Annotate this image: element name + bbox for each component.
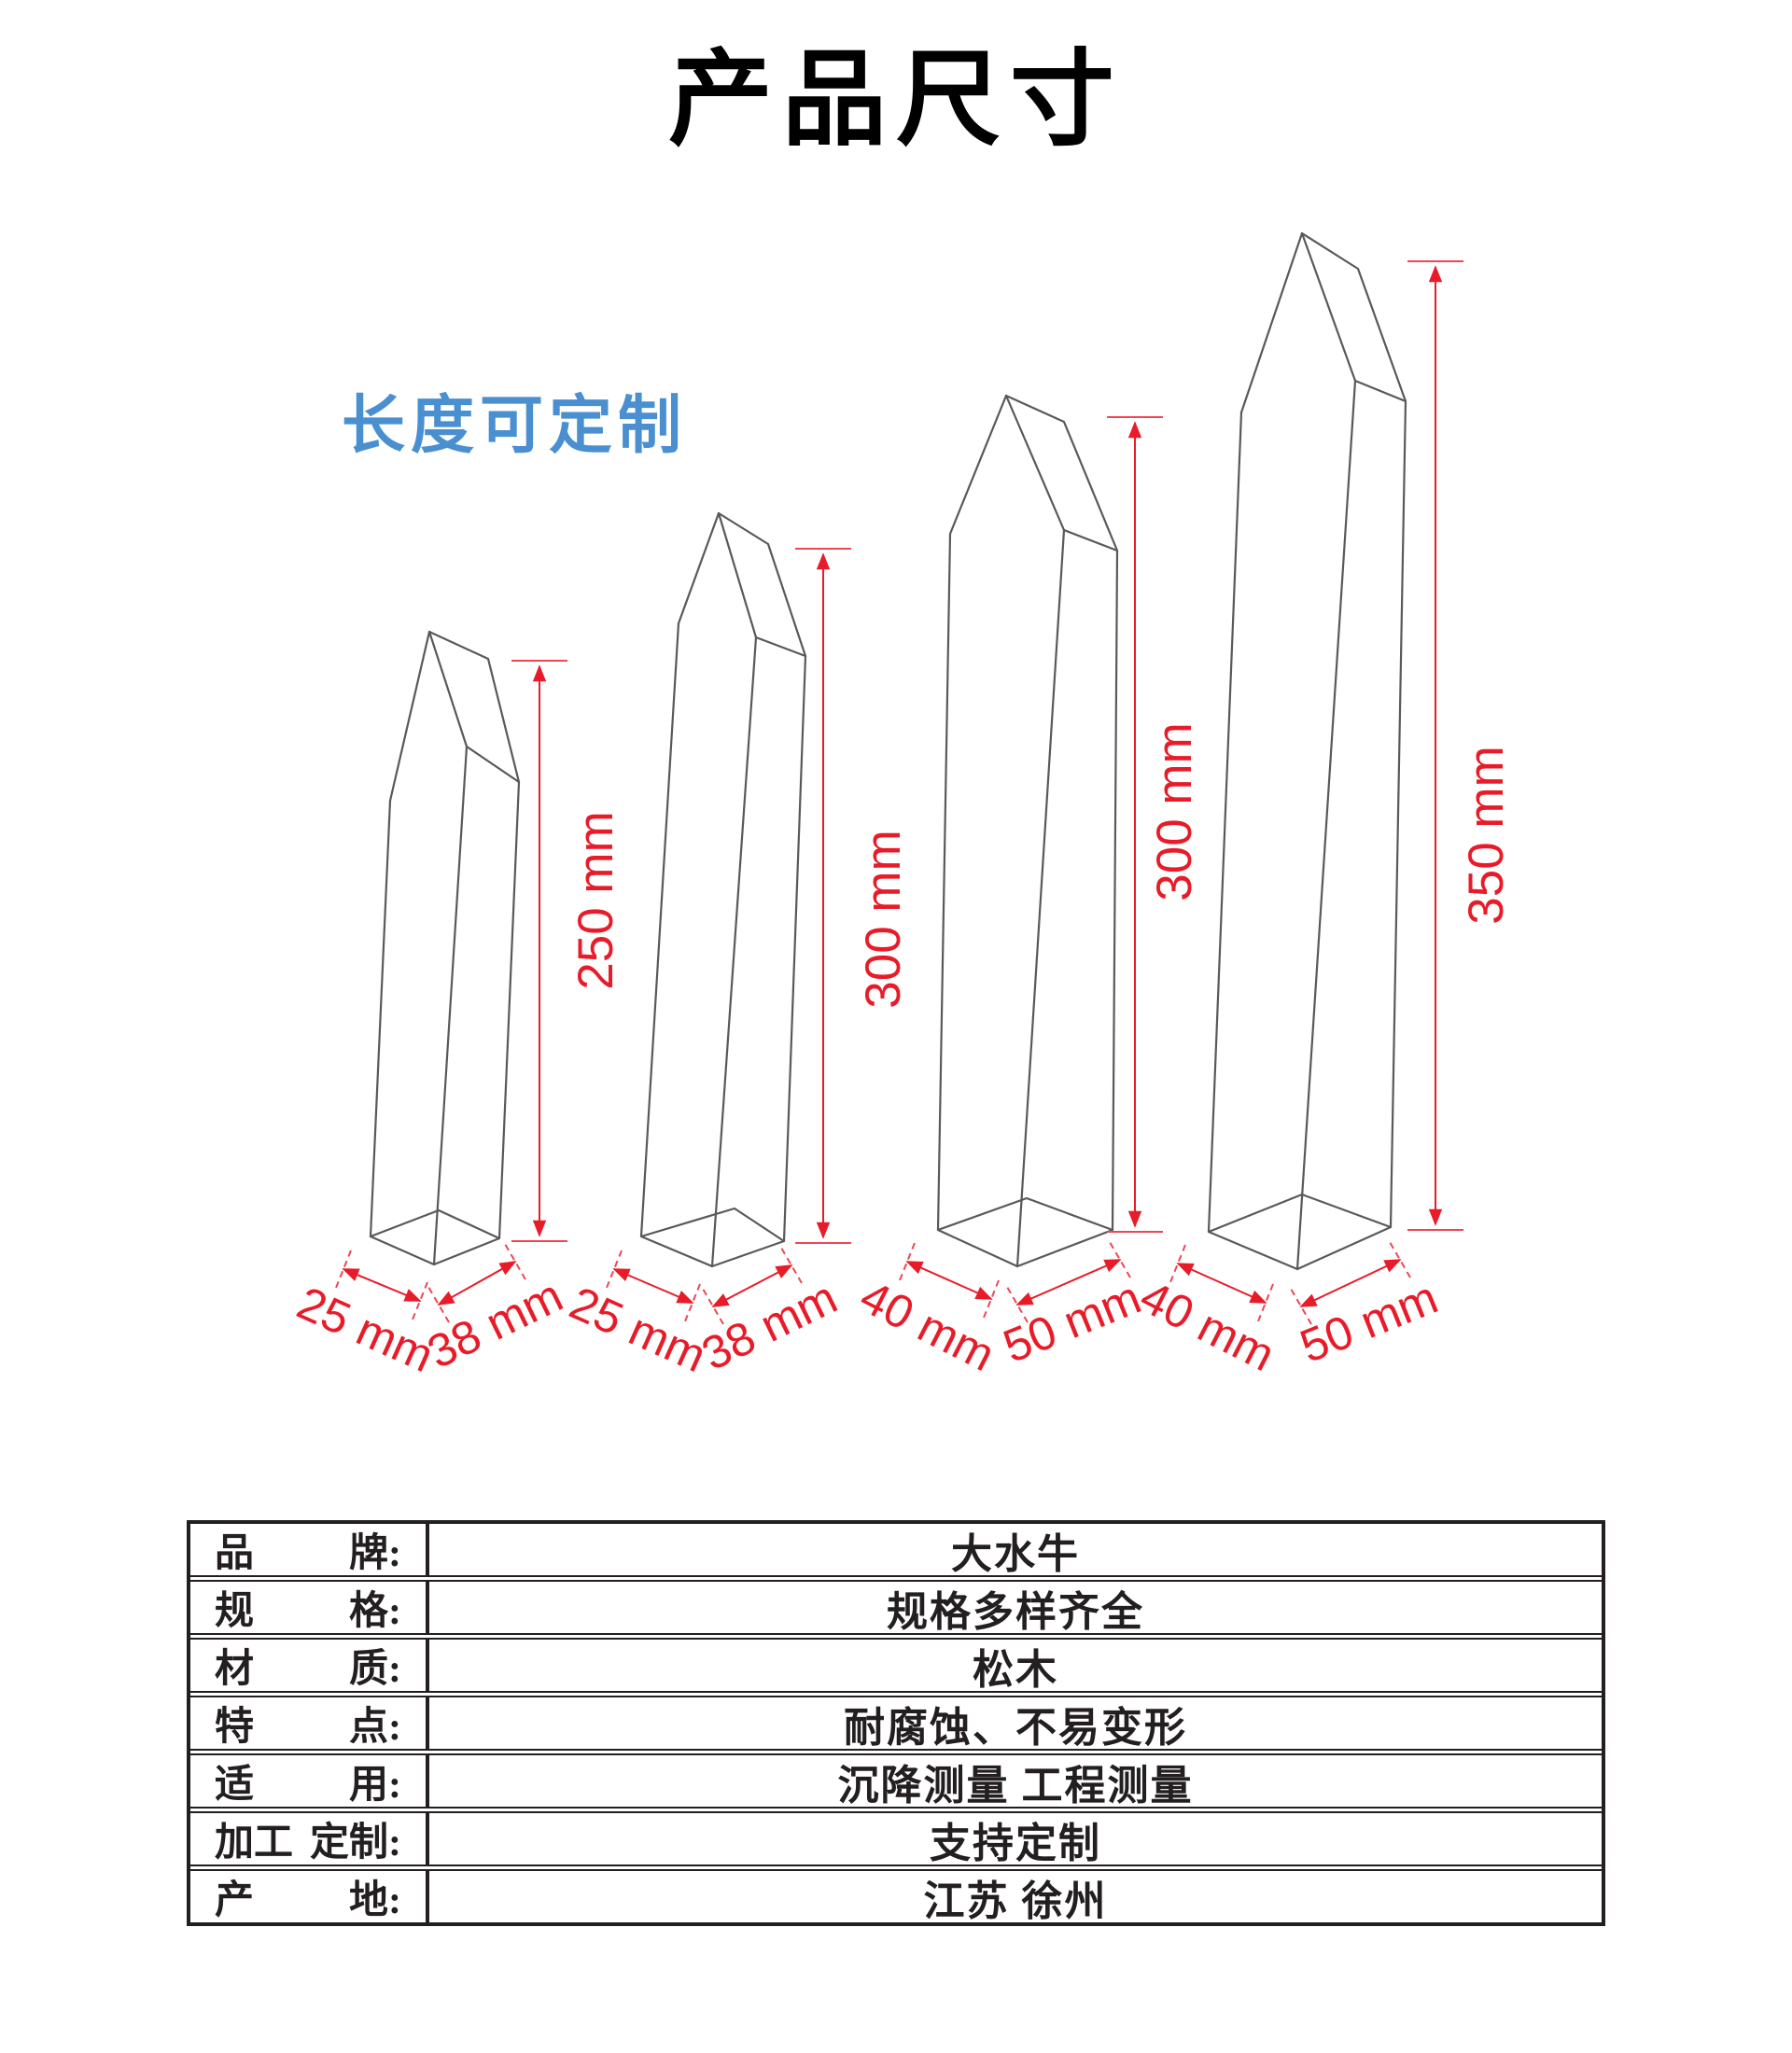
stake-1-height-label: 250 mm <box>568 811 623 989</box>
spec-value: 规格多样齐全 <box>887 1588 1144 1635</box>
spec-label: 品 牌: <box>190 1524 429 1575</box>
spec-row-origin: 产 地: 江苏 徐州 <box>190 1871 1602 1924</box>
spec-value: 沉降测量 工程测量 <box>837 1762 1194 1809</box>
spec-label-left: 规 <box>215 1590 255 1633</box>
stake-1-depth-label: 38 mm <box>419 1269 570 1378</box>
spec-label-left: 加工 <box>215 1822 294 1864</box>
spec-label: 规 格: <box>190 1582 429 1633</box>
page-title: 产品尺寸 <box>668 43 1124 159</box>
spec-label-left: 材 <box>215 1648 255 1691</box>
stake-2-height-label: 300 mm <box>856 830 911 1008</box>
dimension-diagram: 250 mm 300 mm 300 mm 350 mm 25 <box>289 231 1514 1382</box>
spec-value: 大水牛 <box>951 1530 1080 1577</box>
stake-1-base-dimensions: 25 mm 38 mm <box>289 1243 570 1382</box>
spec-label-left: 产 <box>215 1879 255 1922</box>
spec-label-left: 适 <box>215 1764 255 1807</box>
spec-row-specification: 规 格: 规格多样齐全 <box>190 1582 1602 1640</box>
spec-label-right: 地: <box>349 1879 401 1922</box>
stake-outline-1 <box>369 630 521 1266</box>
spec-value: 耐腐蚀、不易变形 <box>844 1704 1187 1751</box>
spec-row-customization: 加工 定制: 支持定制 <box>190 1813 1602 1871</box>
stake-2-depth-label: 38 mm <box>693 1271 845 1380</box>
spec-label-right: 点: <box>349 1706 401 1749</box>
stake-4-width-label: 40 mm <box>1132 1270 1283 1381</box>
stake-2-width-label: 25 mm <box>562 1277 713 1382</box>
spec-value: 支持定制 <box>930 1820 1101 1866</box>
stake-1-width-label: 25 mm <box>289 1277 441 1382</box>
stake-4-height-label: 350 mm <box>1459 746 1514 924</box>
stake-3-base-dimensions: 40 mm 50 mm <box>852 1241 1148 1381</box>
stake-4-depth-label: 50 mm <box>1293 1271 1445 1373</box>
spec-label: 加工 定制: <box>190 1813 429 1864</box>
spec-value: 松木 <box>973 1646 1058 1693</box>
stake-outline-3 <box>936 394 1119 1268</box>
spec-label-right: 定制: <box>310 1822 401 1864</box>
stake-3-depth-label: 50 mm <box>996 1271 1148 1373</box>
stake-outline-4 <box>1207 231 1407 1271</box>
spec-label-right: 格: <box>349 1590 401 1633</box>
stake-1-height-dimension: 250 mm <box>511 660 623 1242</box>
stake-3-height-dimension: 300 mm <box>1107 416 1202 1233</box>
spec-value: 江苏 徐州 <box>923 1878 1108 1924</box>
spec-label: 适 用: <box>190 1755 429 1807</box>
stake-2-base-dimensions: 25 mm 38 mm <box>562 1247 845 1382</box>
spec-label-left: 品 <box>215 1532 255 1575</box>
stake-4-base-dimensions: 40 mm 50 mm <box>1132 1241 1445 1381</box>
stake-outline-2 <box>639 511 807 1268</box>
spec-row-brand: 品 牌: 大水牛 <box>190 1524 1602 1582</box>
spec-label-right: 质: <box>349 1648 401 1691</box>
custom-length-note: 长度可定制 <box>342 390 688 461</box>
spec-table: 品 牌: 大水牛 规 格: 规格多样齐全 材 质: 松木 特 点: 耐腐蚀、不易… <box>187 1520 1605 1926</box>
spec-row-features: 特 点: 耐腐蚀、不易变形 <box>190 1697 1602 1755</box>
spec-label-left: 特 <box>215 1706 255 1749</box>
stake-4-height-dimension: 350 mm <box>1407 260 1514 1231</box>
spec-label-right: 牌: <box>349 1532 401 1575</box>
stake-3-height-label: 300 mm <box>1147 722 1202 901</box>
spec-row-material: 材 质: 松木 <box>190 1640 1602 1697</box>
stake-2-height-dimension: 300 mm <box>795 548 911 1244</box>
spec-label: 产 地: <box>190 1871 429 1922</box>
spec-label: 材 质: <box>190 1640 429 1691</box>
stake-3-width-label: 40 mm <box>852 1270 1003 1381</box>
spec-row-application: 适 用: 沉降测量 工程测量 <box>190 1755 1602 1813</box>
spec-label-right: 用: <box>349 1764 401 1807</box>
spec-label: 特 点: <box>190 1697 429 1749</box>
